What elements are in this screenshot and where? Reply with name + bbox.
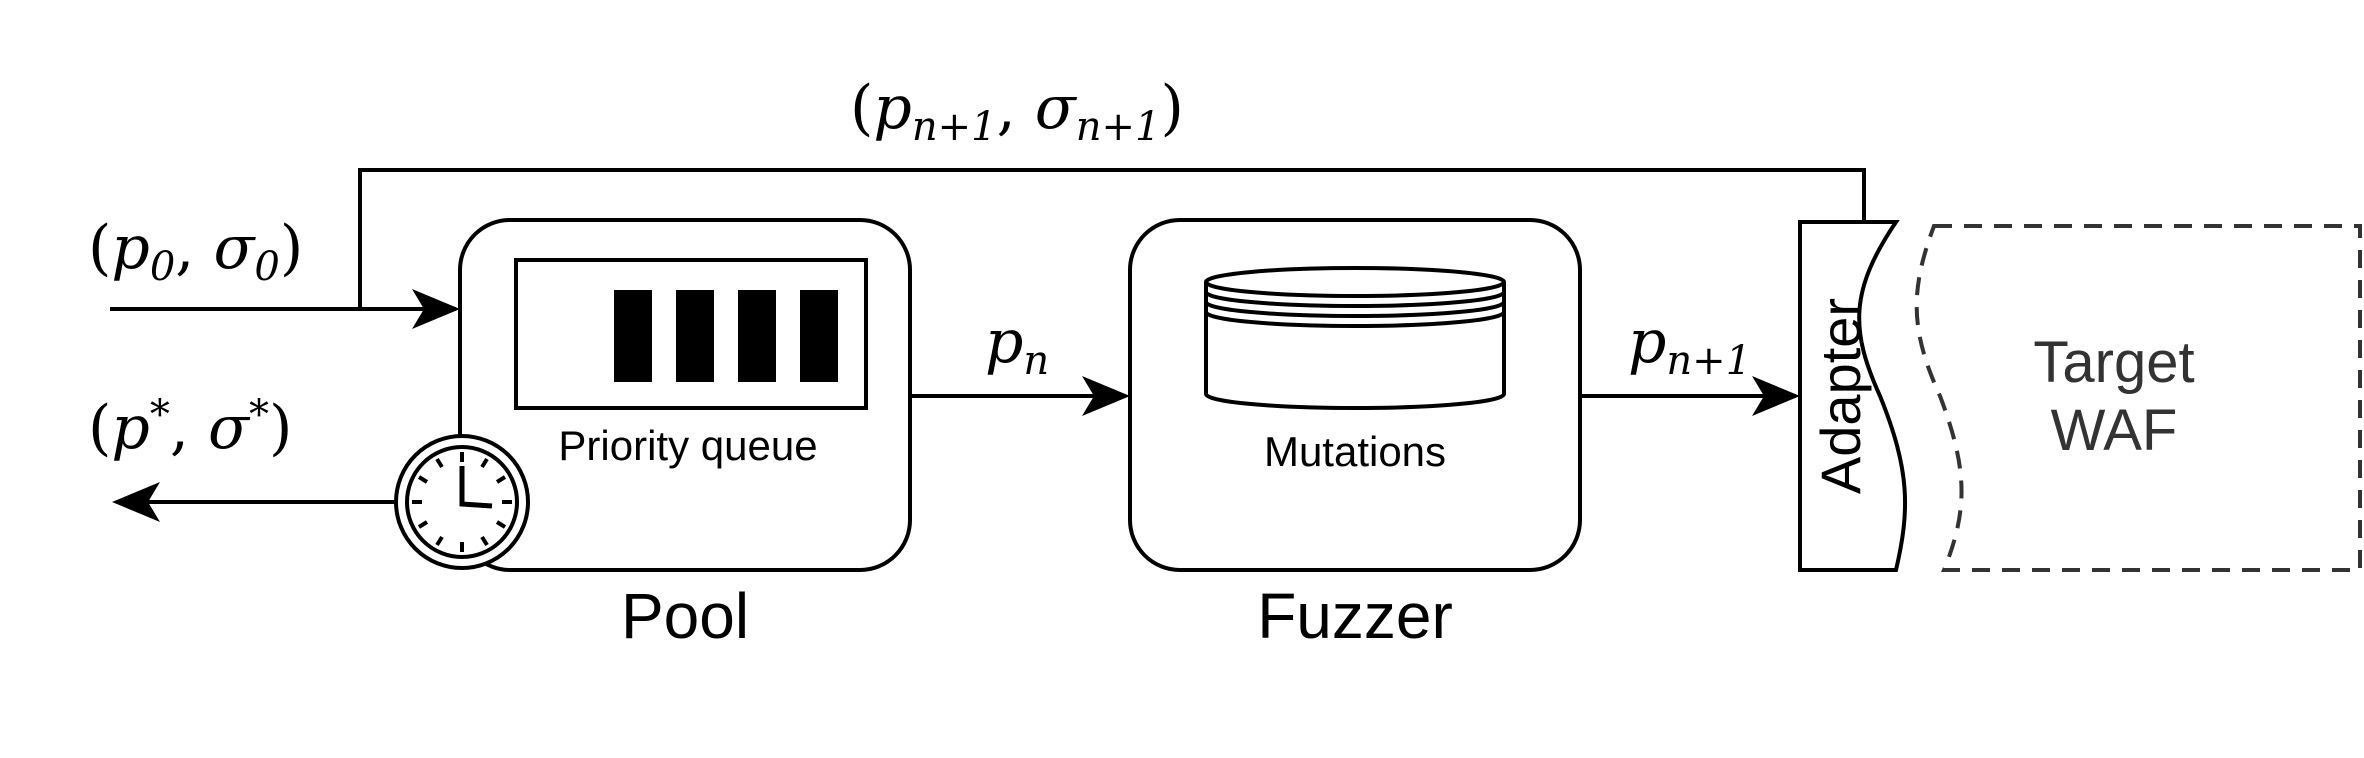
pn1-arrowhead (1752, 376, 1800, 416)
fuzzer-title: Fuzzer (1257, 580, 1453, 652)
priority-queue-label: Priority queue (558, 422, 817, 469)
queue-item-1 (614, 290, 652, 382)
pool-title: Pool (621, 580, 749, 652)
adapter-box (1798, 220, 1908, 572)
target-waf-line2: WAF (2051, 398, 2178, 463)
target-waf-box (1914, 224, 2362, 572)
queue-item-2 (676, 290, 714, 382)
queue-item-3 (738, 290, 776, 382)
pn1-label: pn+1 (1628, 307, 1751, 384)
output-arrowhead (112, 482, 160, 522)
adapter-label: Adapter (1809, 298, 1872, 494)
target-waf-line1: Target (2033, 330, 2194, 395)
pn-arrowhead (1082, 376, 1130, 416)
queue-item-4 (800, 290, 838, 382)
output-label: (p*, σ*) (88, 392, 292, 463)
feedback-loop-line (358, 168, 1866, 309)
mutations-database-icon (1204, 266, 1506, 410)
pn-label: pn (985, 307, 1049, 384)
feedback-label: (pn+1, σn+1) (850, 73, 1184, 150)
clock-icon (394, 434, 530, 570)
input-label: (p0, σ0) (88, 213, 303, 290)
mutations-label: Mutations (1264, 428, 1446, 475)
input-arrowhead (412, 289, 460, 329)
